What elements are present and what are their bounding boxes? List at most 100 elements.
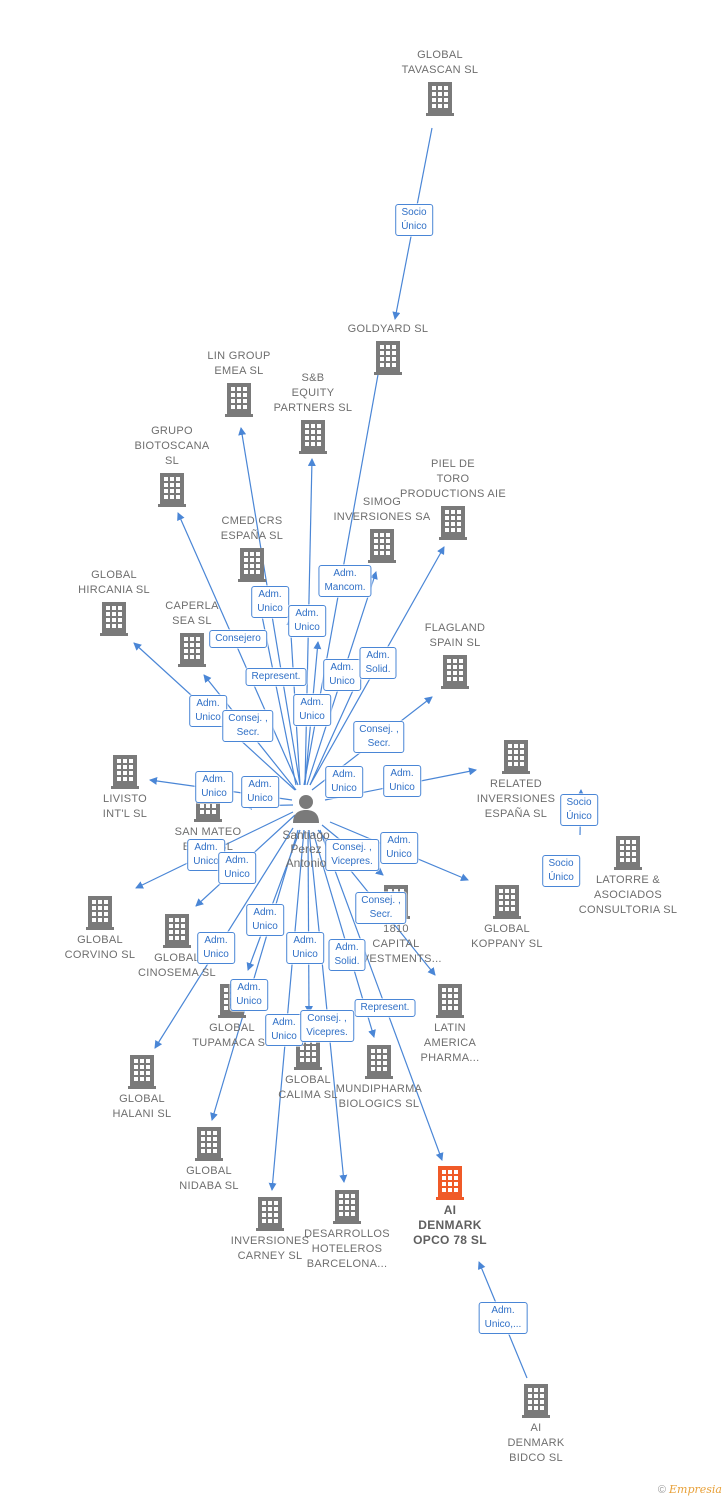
person-icon <box>293 795 319 823</box>
relationship-edge <box>268 829 305 1191</box>
company-name: GLOBAL TUPAMACA SL <box>192 1022 271 1049</box>
company-name: AI DENMARK OPCO 78 SL <box>413 1203 487 1247</box>
edge-label-solid1[interactable]: Adm. Solid. <box>359 647 397 679</box>
company-node-desarrollos[interactable]: DESARROLLOS HOTELEROS BARCELONA... <box>282 1190 412 1272</box>
company-node-carney[interactable]: INVERSIONES CARNEY SL <box>205 1197 335 1264</box>
building-icon <box>256 1197 284 1231</box>
edge-label-unico4[interactable]: Adm. Unico <box>189 695 227 727</box>
building-icon <box>195 1127 223 1161</box>
edge-label-represent2[interactable]: Represent. <box>354 999 416 1017</box>
company-name: GOLDYARD SL <box>347 323 429 335</box>
building-icon <box>158 473 186 507</box>
company-node-capital1810[interactable]: 1810 CAPITAL INVESTMENTS... <box>331 885 461 967</box>
company-node-sb[interactable]: S&B EQUITY PARTNERS SL <box>248 371 378 454</box>
edge-label-unico11[interactable]: Adm. Unico <box>218 852 256 884</box>
brand-name: Empresia <box>669 1483 722 1496</box>
edge-label-unico1[interactable]: Adm. Unico <box>251 586 289 618</box>
company-node-biotoscana[interactable]: GRUPO BIOTOSCANA SL <box>107 424 237 507</box>
edge-label-unico16[interactable]: Adm. Unico <box>230 979 268 1011</box>
company-name: GLOBAL KOPPANY SL <box>471 923 543 950</box>
company-name: LIN GROUP EMEA SL <box>207 350 271 377</box>
building-icon <box>238 548 266 582</box>
edge-label-unico12[interactable]: Adm. Unico <box>380 832 418 864</box>
company-node-goldyard[interactable]: GOLDYARD SL <box>323 322 453 375</box>
company-node-cmed[interactable]: CMED CRS ESPAÑA SL <box>187 514 317 582</box>
company-node-latin[interactable]: LATIN AMERICA PHARMA... <box>385 984 515 1066</box>
edge-label-unico9[interactable]: Adm. Unico <box>383 765 421 797</box>
company-node-hircania[interactable]: GLOBAL HIRCANIA SL <box>49 568 179 636</box>
company-node-koppany[interactable]: GLOBAL KOPPANY SL <box>442 885 572 952</box>
company-node-flagland[interactable]: FLAGLAND SPAIN SL <box>390 621 520 689</box>
company-node-calima[interactable]: GLOBAL CALIMA SL <box>243 1036 373 1103</box>
building-icon <box>368 529 396 563</box>
edge-label-unico3[interactable]: Adm. Unico <box>323 659 361 691</box>
company-name: GLOBAL NIDABA SL <box>179 1165 239 1192</box>
company-name: LATORRE & ASOCIADOS CONSULTORIA SL <box>578 874 678 916</box>
building-icon <box>111 755 139 789</box>
company-node-livisto[interactable]: LIVISTO INT'L SL <box>60 755 190 822</box>
company-node-related[interactable]: RELATED INVERSIONES ESPAÑA SL <box>451 740 581 822</box>
person-node[interactable]: Santiago Perez Antonio <box>256 793 356 870</box>
edge-label-unico17[interactable]: Adm. Unico <box>265 1014 303 1046</box>
company-node-aidenmark[interactable]: AI DENMARK OPCO 78 SL <box>385 1166 515 1248</box>
building-icon <box>436 1166 464 1200</box>
edge-label-unico15[interactable]: Adm. Unico <box>286 932 324 964</box>
copyright-symbol: © <box>657 1484 666 1496</box>
edge-label-socio_related[interactable]: Socio Único <box>560 794 598 826</box>
edge-label-unico5[interactable]: Adm. Unico <box>293 694 331 726</box>
edge-label-unico13[interactable]: Adm. Unico <box>246 904 284 936</box>
company-name: GLOBAL CORVINO SL <box>64 934 136 961</box>
edge-label-mancom[interactable]: Adm. Mancom. <box>318 565 372 597</box>
edge-label-consejsecr2[interactable]: Consej. , Secr. <box>353 721 405 753</box>
edge-label-consejero[interactable]: Consejero <box>209 630 267 648</box>
edge-label-unico2[interactable]: Adm. Unico <box>288 605 326 637</box>
building-icon <box>299 420 327 454</box>
edge-label-consejsecr1[interactable]: Consej. , Secr. <box>222 710 274 742</box>
company-name: MUNDIPHARMA BIOLOGICS SL <box>335 1083 423 1110</box>
edge-label-represent1[interactable]: Represent. <box>245 668 307 686</box>
company-node-latorre[interactable]: LATORRE & ASOCIADOS CONSULTORIA SL <box>563 836 693 918</box>
building-icon <box>502 740 530 774</box>
edge-label-unico14[interactable]: Adm. Unico <box>197 932 235 964</box>
relationship-edge <box>177 512 299 786</box>
company-node-corvino[interactable]: GLOBAL CORVINO SL <box>35 896 165 963</box>
company-node-nidaba[interactable]: GLOBAL NIDABA SL <box>144 1127 274 1194</box>
company-name: SIMOG INVERSIONES SA <box>333 496 431 523</box>
company-name: GLOBAL HALANI SL <box>112 1093 172 1120</box>
company-name: DESARROLLOS HOTELEROS BARCELONA... <box>304 1228 390 1270</box>
edge-label-tavascan[interactable]: Socio Único <box>395 204 433 236</box>
company-name: PIEL DE TORO PRODUCTIONS AIE <box>400 458 506 500</box>
company-name: AI DENMARK BIDCO SL <box>507 1422 565 1464</box>
edge-label-bidco[interactable]: Adm. Unico,... <box>478 1302 528 1334</box>
edge-label-consejvice2[interactable]: Consej. , Vicepres. <box>300 1010 354 1042</box>
person-name: Santiago Perez Antonio <box>282 828 330 870</box>
edge-label-socio_latorre[interactable]: Socio Único <box>542 855 580 887</box>
edge-label-unico6[interactable]: Adm. Unico <box>195 771 233 803</box>
building-icon <box>333 1190 361 1224</box>
building-icon <box>614 836 642 870</box>
company-node-tupamaca[interactable]: GLOBAL TUPAMACA SL <box>167 984 297 1051</box>
edge-label-consejsecr3[interactable]: Consej. , Secr. <box>355 892 407 924</box>
company-node-caperla[interactable]: CAPERLA SEA SL <box>127 599 257 667</box>
edge-label-consejvice1[interactable]: Consej. , Vicepres. <box>325 839 379 871</box>
building-icon <box>522 1384 550 1418</box>
edge-label-unico7[interactable]: Adm. Unico <box>241 776 279 808</box>
relationship-edge <box>319 829 444 1161</box>
edge-label-unico8[interactable]: Adm. Unico <box>325 766 363 798</box>
company-name: GLOBAL CALIMA SL <box>278 1074 338 1101</box>
company-name: FLAGLAND SPAIN SL <box>424 622 486 649</box>
building-icon <box>86 896 114 930</box>
company-node-tavascan[interactable]: GLOBAL TAVASCAN SL <box>375 48 505 116</box>
company-node-mundipharma[interactable]: MUNDIPHARMA BIOLOGICS SL <box>314 1045 444 1112</box>
company-node-pieldetoro[interactable]: PIEL DE TORO PRODUCTIONS AIE <box>388 457 518 540</box>
company-node-halani[interactable]: GLOBAL HALANI SL <box>77 1055 207 1122</box>
company-name: GLOBAL HIRCANIA SL <box>78 569 150 596</box>
company-node-bidco[interactable]: AI DENMARK BIDCO SL <box>471 1384 601 1466</box>
building-icon <box>365 1045 393 1079</box>
company-node-lin[interactable]: LIN GROUP EMEA SL <box>174 349 304 417</box>
edge-label-solid2[interactable]: Adm. Solid. <box>328 939 366 971</box>
company-name: LATIN AMERICA PHARMA... <box>420 1022 480 1064</box>
company-name: CMED CRS ESPAÑA SL <box>220 515 284 542</box>
company-node-simog[interactable]: SIMOG INVERSIONES SA <box>317 495 447 563</box>
company-node-cinosema[interactable]: GLOBAL CINOSEMA SL <box>112 914 242 981</box>
